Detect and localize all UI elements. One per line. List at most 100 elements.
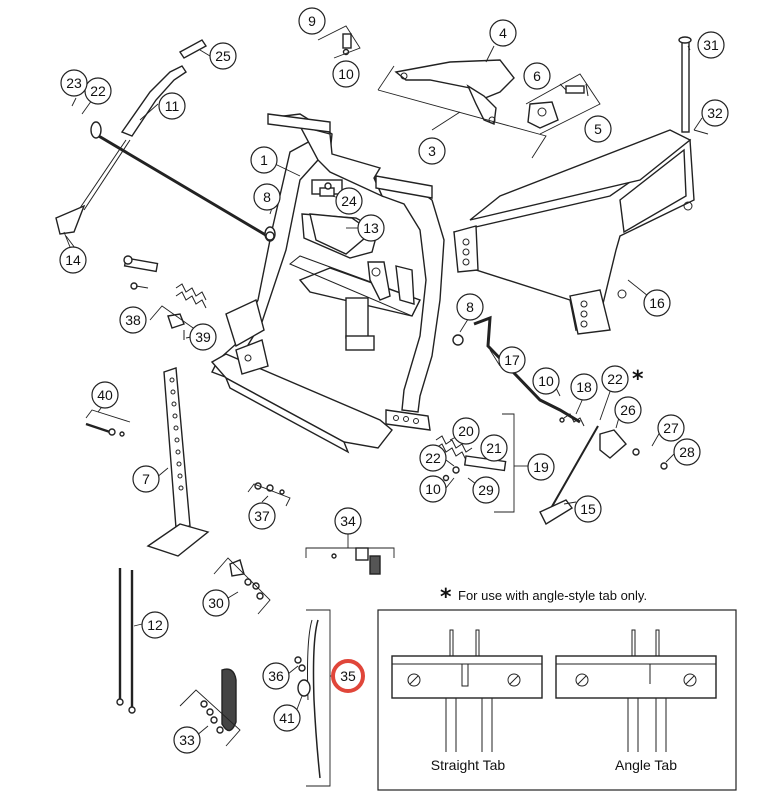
svg-text:30: 30 [208, 595, 224, 611]
callout-38: 38 [119, 306, 147, 334]
svg-text:37: 37 [254, 508, 270, 524]
callout-6: 6 [523, 62, 551, 90]
pivot-bracket-part [394, 59, 589, 129]
callout-17: 17 [498, 346, 526, 374]
straight-tab-label: Straight Tab [431, 757, 506, 773]
svg-text:10: 10 [538, 373, 554, 389]
callout-12: 12 [141, 611, 169, 639]
callout-40: 40 [91, 381, 119, 409]
callouts: 1 3 4 5 6 7 8 8 9 10 10 10 11 12 13 14 1… [59, 7, 729, 754]
footnote-asterisk: * [440, 585, 452, 610]
part-22-asterisk: * [632, 367, 644, 392]
callout-15: 15 [574, 495, 602, 523]
handle-grip-part [200, 668, 237, 734]
cable-part [294, 619, 321, 779]
marker-rods-part [116, 568, 136, 714]
hitch-pin-part [678, 36, 709, 135]
callout-10-top: 10 [332, 60, 360, 88]
callout-23: 23 [60, 69, 88, 97]
svg-text:39: 39 [195, 329, 211, 345]
jack-pin-part [85, 422, 125, 437]
svg-text:13: 13 [363, 220, 379, 236]
callout-20: 20 [452, 417, 480, 445]
leader-lines [63, 25, 703, 787]
callout-10-bottom: 10 [419, 475, 447, 503]
jack-stand-part [146, 367, 210, 557]
hitch-frame-part [453, 129, 695, 335]
straight-tab-drawing [391, 629, 543, 752]
callout-35: 35 [331, 659, 365, 693]
callout-16: 16 [643, 289, 671, 317]
callout-11: 11 [158, 92, 186, 120]
svg-text:33: 33 [179, 732, 195, 748]
callout-25: 25 [209, 42, 237, 70]
lift-arm-part [55, 65, 276, 242]
svg-text:24: 24 [341, 193, 357, 209]
svg-text:22: 22 [425, 450, 441, 466]
svg-text:1: 1 [260, 152, 268, 168]
callout-14: 14 [59, 246, 87, 274]
callout-36: 36 [262, 662, 290, 690]
callout-1: 1 [250, 146, 278, 174]
svg-text:20: 20 [458, 423, 474, 439]
callout-9: 9 [298, 7, 326, 35]
svg-text:11: 11 [165, 98, 180, 114]
svg-text:41: 41 [279, 710, 295, 726]
svg-text:12: 12 [147, 617, 163, 633]
callout-22-bottom: 22 [419, 444, 447, 472]
svg-text:9: 9 [308, 13, 316, 29]
angle-tab-drawing [555, 629, 717, 752]
callout-3: 3 [418, 137, 446, 165]
callout-13: 13 [357, 214, 385, 242]
callout-29: 29 [472, 476, 500, 504]
svg-text:21: 21 [486, 440, 502, 456]
callout-21: 21 [480, 434, 508, 462]
svg-text:18: 18 [576, 379, 592, 395]
bolt-clip-part [319, 182, 335, 197]
svg-text:22: 22 [90, 83, 106, 99]
callout-39: 39 [189, 323, 217, 351]
svg-text:19: 19 [533, 459, 549, 475]
svg-text:8: 8 [466, 299, 474, 315]
svg-text:29: 29 [478, 482, 494, 498]
callout-32: 32 [701, 99, 729, 127]
callout-41: 41 [273, 704, 301, 732]
callout-31: 31 [697, 31, 725, 59]
svg-text:3: 3 [428, 143, 436, 159]
svg-text:35: 35 [340, 668, 356, 684]
angle-tab-label: Angle Tab [615, 757, 677, 773]
svg-text:8: 8 [263, 189, 271, 205]
svg-text:25: 25 [215, 48, 231, 64]
pin-spring-group [123, 255, 207, 340]
svg-text:22: 22 [607, 371, 623, 387]
svg-text:36: 36 [268, 668, 284, 684]
callout-4: 4 [489, 19, 517, 47]
callout-24: 24 [335, 187, 363, 215]
svg-text:14: 14 [65, 252, 81, 268]
svg-text:5: 5 [594, 121, 602, 137]
svg-text:10: 10 [338, 66, 354, 82]
svg-text:38: 38 [125, 312, 141, 328]
callout-8-right: 8 [456, 293, 484, 321]
svg-text:26: 26 [620, 402, 636, 418]
callout-5: 5 [584, 115, 612, 143]
callout-10-mid: 10 [532, 367, 560, 395]
callout-30: 30 [202, 589, 230, 617]
svg-text:34: 34 [340, 513, 356, 529]
inset-frame [377, 609, 737, 791]
callout-18: 18 [570, 373, 598, 401]
tab-style-inset: Straight Tab Angle Tab [377, 609, 737, 791]
callout-22-left: 22 [84, 77, 112, 105]
svg-text:15: 15 [580, 501, 596, 517]
svg-text:10: 10 [425, 481, 441, 497]
svg-text:7: 7 [142, 471, 150, 487]
small-pin-part [342, 33, 352, 56]
svg-text:31: 31 [703, 37, 719, 53]
callout-34: 34 [334, 507, 362, 535]
hand-grip-part [178, 39, 208, 59]
a-frame-part [210, 113, 445, 454]
svg-text:23: 23 [66, 75, 82, 91]
svg-text:16: 16 [649, 295, 665, 311]
callout-37: 37 [248, 502, 276, 530]
